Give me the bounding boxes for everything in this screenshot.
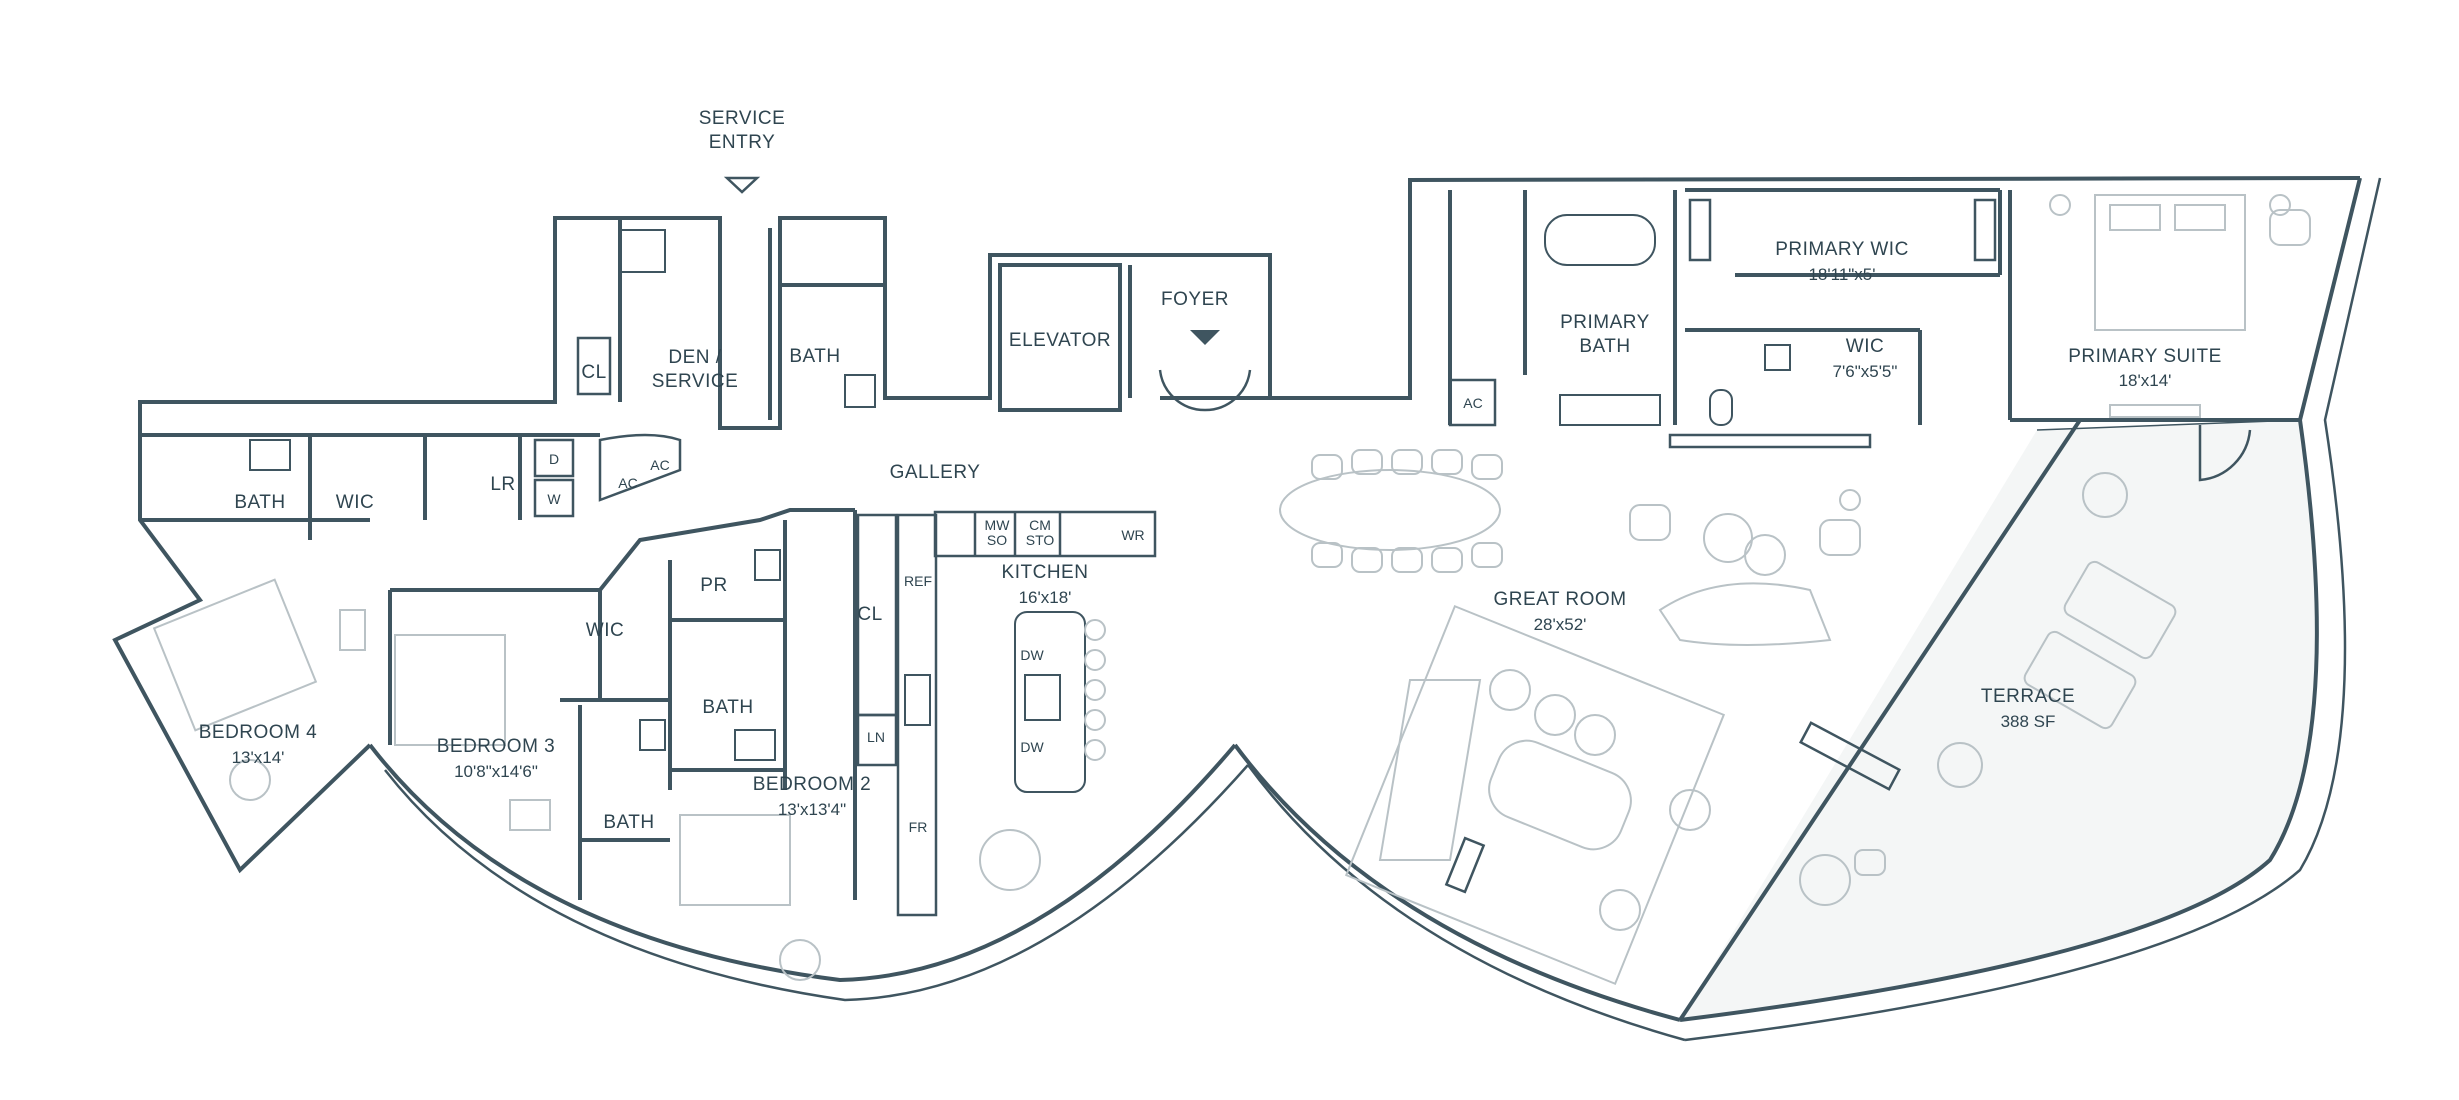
doors (723, 176, 2252, 894)
vanity-pr (754, 549, 781, 581)
kitchen-dim: 16'x18' (1019, 588, 1072, 607)
terrace-divider (1798, 721, 1902, 791)
bedroom3-dim: 10'8"x14'6" (454, 762, 538, 781)
terrace-label: TERRACE (1981, 686, 2075, 707)
primary-wic-rods (1688, 198, 1712, 262)
vanity-den (619, 229, 666, 273)
ref-label: REF (904, 573, 932, 589)
toilet-primary (1709, 389, 1733, 426)
wic-primary-dim: 7'6"x5'5" (1833, 362, 1898, 381)
terrace-lounger (2063, 560, 2177, 660)
sink-island (1024, 674, 1061, 721)
ac-label-3: AC (1463, 395, 1482, 411)
wic-storage (1764, 344, 1791, 371)
terrace-area (1680, 420, 2317, 1020)
bedroom2-dim: 13'x13'4" (778, 800, 846, 819)
vanity-left-bath (249, 439, 291, 471)
wr-label: WR (1121, 527, 1144, 543)
ac-label-2: AC (650, 457, 669, 473)
terrace-door[interactable] (2198, 425, 2252, 482)
foyer-double-door[interactable] (1158, 369, 1252, 412)
d-label: D (549, 451, 559, 467)
rug (1344, 604, 1726, 986)
vanity (1559, 394, 1661, 426)
bedroom2-label: BEDROOM 2 (753, 774, 872, 795)
vanity-bath-b3 (639, 719, 666, 751)
kitchen-label: KITCHEN (1002, 562, 1089, 583)
bedroom4-bed (152, 578, 318, 732)
den-label: DEN /SERVICE (652, 347, 739, 392)
gallery-label: GALLERY (890, 462, 981, 483)
elevator-label: ELEVATOR (1009, 330, 1111, 351)
vanity-bath (844, 374, 876, 408)
w-label: W (547, 491, 561, 507)
lr-label: LR (490, 474, 515, 495)
ac-label-1: AC (618, 475, 637, 491)
great-room-dim: 28'x52' (1534, 615, 1587, 634)
dw-label-1: DW (1020, 647, 1044, 663)
foyer-label: FOYER (1161, 289, 1229, 310)
bath-b2-label: BATH (702, 697, 753, 718)
fixtures (249, 198, 1997, 761)
bath-b3-label: BATH (603, 812, 654, 833)
ln-label: LN (867, 729, 885, 745)
bedroom3-label: BEDROOM 3 (437, 736, 556, 757)
bedroom4-label: BEDROOM 4 (199, 722, 318, 743)
wic-left-label: WIC (336, 492, 374, 513)
service-entry-marker (723, 176, 761, 194)
bath-left-label: BATH (234, 492, 285, 513)
primary-wic-label: PRIMARY WIC (1775, 239, 1909, 260)
great-room-label: GREAT ROOM (1493, 589, 1626, 610)
furniture (152, 194, 2311, 986)
bedroom4-dim: 13'x14' (232, 748, 285, 767)
dining-table (1279, 469, 1501, 551)
bedroom3-bed (394, 634, 506, 746)
foyer-entry-marker (1190, 330, 1220, 345)
wic-primary-label: WIC (1846, 336, 1884, 357)
fr-label: FR (909, 819, 928, 835)
cooktop (904, 674, 931, 726)
outer-walls (112, 176, 2382, 1042)
bathtub (1544, 214, 1656, 266)
wic-b3-label: WIC (586, 620, 624, 641)
bedroom2-bed (679, 814, 791, 906)
coffee-table (1488, 739, 1632, 851)
dw-label-2: DW (1020, 739, 1044, 755)
primary-suite-label: PRIMARY SUITE (2068, 346, 2222, 367)
terrace-lounger (2023, 630, 2137, 730)
bath-service-label: BATH (789, 346, 840, 367)
primary-wic-dim: 18'11"x5' (1808, 265, 1875, 284)
pr-label: PR (700, 575, 727, 596)
vanity-bath-b2 (734, 729, 776, 761)
terrace-dim: 388 SF (2001, 712, 2056, 731)
primary-bed (2094, 194, 2246, 331)
cl-den-label: CL (581, 362, 606, 383)
cl-hall-label: CL (857, 604, 882, 625)
primary-suite-dim: 18'x14' (2119, 371, 2172, 390)
